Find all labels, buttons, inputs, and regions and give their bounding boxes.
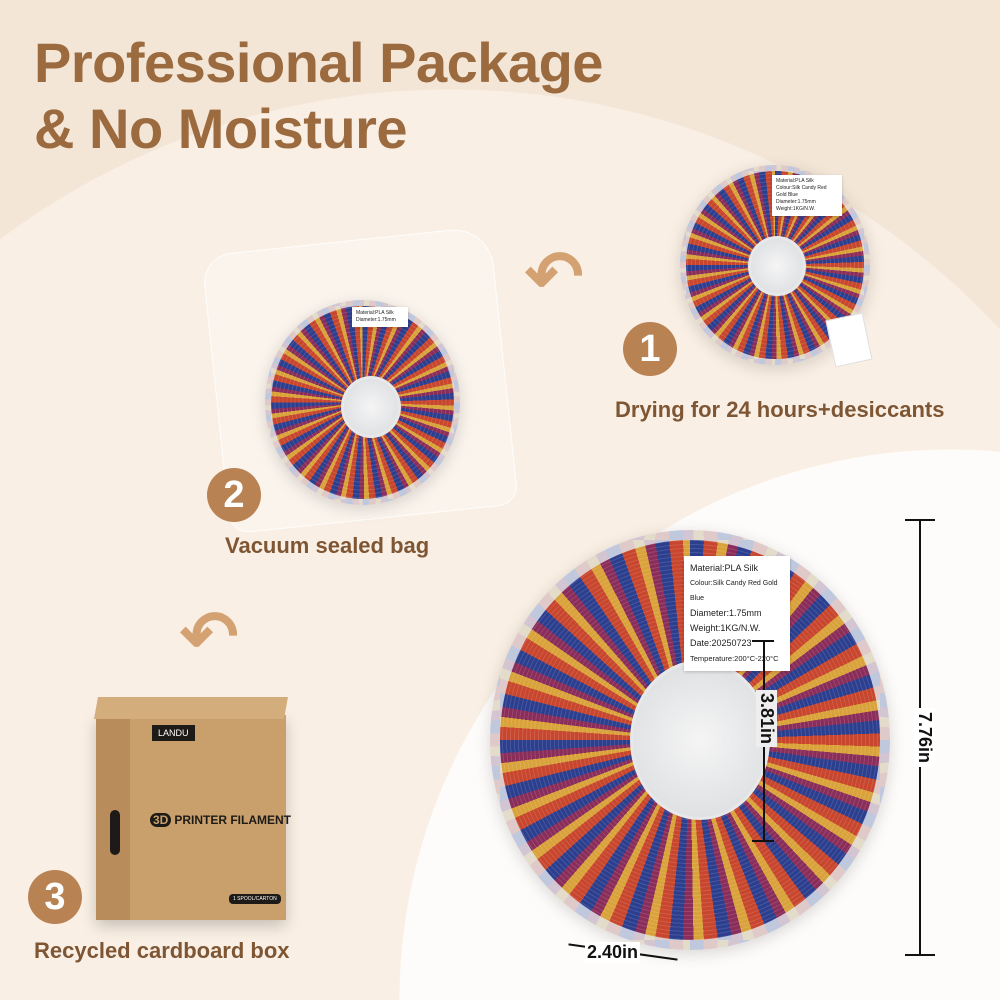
label-colour: Colour:Silk Candy Red Gold Blue (690, 580, 778, 602)
step-1-caption: Drying for 24 hours+desiccants (615, 397, 945, 422)
label-colour: Colour:Silk Candy Red Gold Blue (776, 185, 827, 198)
page-title: Professional Package & No Moisture (34, 30, 603, 162)
arrow-step2-to-3-icon: ↶ (180, 597, 239, 675)
label-material: Material:PLA Silk (690, 563, 759, 573)
title-line-1: Professional Package (34, 31, 603, 94)
label-diameter: Diameter:1.75mm (690, 608, 762, 618)
label-diameter: Diameter:1.75mm (776, 199, 816, 205)
arrow-step1-to-2-icon: ↶ (525, 237, 584, 315)
spool-label-main: Material:PLA Silk Colour:Silk Candy Red … (684, 556, 790, 671)
inner-dimension: 3.81in (756, 689, 778, 748)
spool-hub (748, 236, 806, 296)
spool-label-bag: Material:PLA Silk Diameter:1.75mm (352, 307, 408, 327)
label-temperature: Temperature:200°C-220°C (690, 654, 779, 663)
inner-tick-top (752, 640, 774, 642)
box-handle-hole (110, 810, 120, 855)
label-diameter: Diameter:1.75mm (356, 317, 396, 323)
label-material: Material:PLA Silk (776, 178, 814, 184)
box-product-text: PRINTER FILAMENT (174, 813, 292, 827)
step-2-caption: Vacuum sealed bag (225, 533, 430, 558)
box-carton-pill: 1 SPOOL/CARTON (229, 894, 281, 904)
desiccant-pack (825, 312, 873, 368)
title-line-2: & No Moisture (34, 97, 408, 160)
height-dimension: 7.76in (914, 707, 936, 768)
label-weight: Weight:1KG/N.W. (776, 206, 816, 212)
height-tick-bottom (905, 954, 935, 956)
box-3d-mark: 3D (150, 813, 172, 827)
width-dimension: 2.40in (585, 942, 641, 963)
step-1-badge: 1 (623, 322, 677, 376)
label-material: Material:PLA Silk (356, 310, 394, 316)
spool-hub (630, 660, 770, 820)
box-brand-logo: LANDU (152, 725, 195, 741)
step-3-caption: Recycled cardboard box (34, 938, 290, 963)
step-3-badge: 3 (28, 870, 82, 924)
box-flap (94, 697, 288, 719)
step-2-badge: 2 (207, 468, 261, 522)
label-weight: Weight:1KG/N.W. (690, 623, 761, 633)
height-tick-top (905, 519, 935, 521)
spool-hub (341, 376, 401, 438)
inner-tick-bottom (752, 840, 774, 842)
spool-label-small: Material:PLA Silk Colour:Silk Candy Red … (772, 175, 842, 216)
spool-step-2 (265, 300, 460, 505)
label-date: Date:20250723 (690, 638, 752, 648)
